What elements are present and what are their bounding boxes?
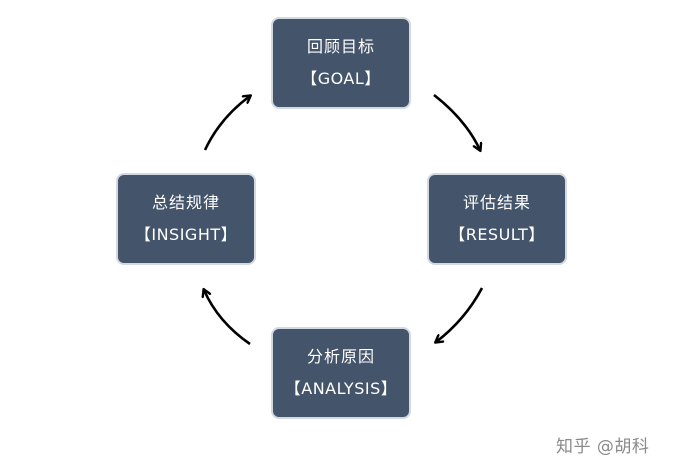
- goal-box: 回顾目标 【GOAL】: [271, 17, 411, 109]
- insight-label: 【INSIGHT】: [134, 225, 238, 244]
- analysis-box: 分析原因 【ANALYSIS】: [271, 327, 411, 419]
- arrow-goal-to-result: [433, 93, 480, 150]
- insight-title: 总结规律: [151, 193, 220, 212]
- goal-title: 回顾目标: [306, 37, 375, 56]
- result-title: 评估结果: [462, 193, 531, 212]
- analysis-title: 分析原因: [306, 347, 375, 366]
- goal-label: 【GOAL】: [301, 69, 381, 88]
- analysis-label: 【ANALYSIS】: [284, 379, 398, 398]
- insight-box: 总结规律 【INSIGHT】: [116, 173, 256, 265]
- arrow-insight-to-goal: [203, 96, 250, 151]
- result-label: 【RESULT】: [449, 225, 545, 244]
- result-box: 评估结果 【RESULT】: [427, 173, 567, 265]
- arrow-result-to-analysis: [436, 287, 484, 342]
- arrow-analysis-to-insight: [204, 290, 251, 346]
- watermark: 知乎 @胡科: [556, 437, 650, 457]
